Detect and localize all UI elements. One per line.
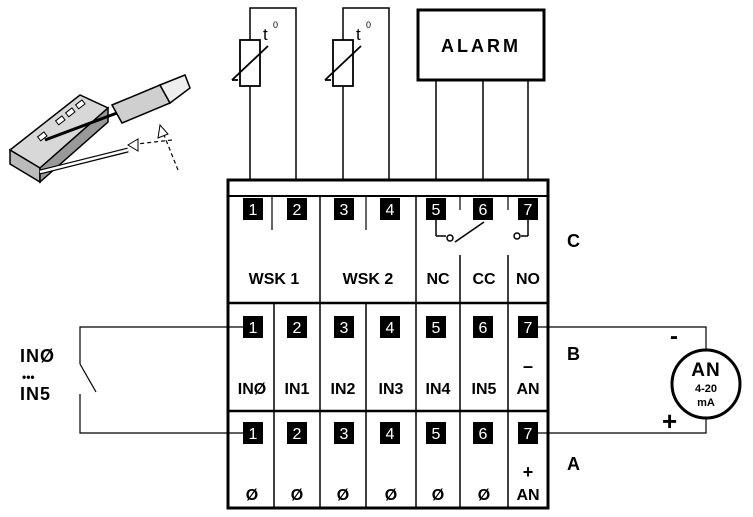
label-gnd-6: Ø <box>478 487 490 504</box>
row-a-terminals <box>243 422 538 444</box>
row-b-terminal-3: 3 <box>340 320 349 337</box>
sensor1-t-label: t <box>263 25 268 44</box>
input-in0-label: INØ <box>20 346 55 366</box>
sensor2-t-label: t <box>356 25 361 44</box>
label-in4: IN4 <box>426 381 451 398</box>
input-dots: ••• <box>22 370 35 384</box>
row-c-terminal-5: 5 <box>432 202 441 219</box>
row-b-terminals <box>243 316 538 338</box>
an-meter-plus: + <box>662 406 677 436</box>
label-in0: INØ <box>238 381 266 398</box>
alarm-label: ALARM <box>441 36 521 56</box>
row-c-terminal-1: 1 <box>249 202 258 219</box>
label-an-minus: AN <box>516 381 539 398</box>
an-meter-line1: AN <box>691 360 720 381</box>
row-b-letter: B <box>567 344 580 364</box>
label-an-plus: AN <box>516 487 539 504</box>
row-a-terminal-1: 1 <box>249 426 258 443</box>
row-c-terminal-6: 6 <box>479 202 488 219</box>
an-meter-line3: mA <box>697 397 715 409</box>
row-b-terminal-1: 1 <box>249 320 258 337</box>
row-c-terminal-4: 4 <box>386 202 395 219</box>
sensor-wsk2 <box>324 7 390 196</box>
label-wsk1: WSK 1 <box>249 271 300 288</box>
sensor2-superscript: 0 <box>366 20 371 30</box>
label-no: NO <box>516 271 540 288</box>
relay-contacts <box>435 220 529 243</box>
label-wsk2: WSK 2 <box>343 271 394 288</box>
row-c-terminals <box>243 198 538 220</box>
sensor-wsk1 <box>231 7 297 196</box>
row-a-terminal-5: 5 <box>432 426 441 443</box>
row-b-an-minus: – <box>523 356 533 376</box>
label-in2: IN2 <box>331 381 356 398</box>
row-a-terminal-6: 6 <box>479 426 488 443</box>
row-b-terminal-2: 2 <box>293 320 302 337</box>
label-cc: CC <box>472 271 496 288</box>
row-c-terminal-2: 2 <box>293 202 302 219</box>
terminal-block <box>226 178 550 510</box>
row-b-terminal-5: 5 <box>432 320 441 337</box>
sensor1-superscript: 0 <box>273 20 278 30</box>
row-a-terminal-4: 4 <box>386 426 395 443</box>
row-a-terminal-7: 7 <box>524 426 533 443</box>
label-gnd-2: Ø <box>291 487 303 504</box>
row-a-an-plus: + <box>523 462 534 482</box>
screwdriver-illustration <box>8 74 191 184</box>
an-meter-line2: 4-20 <box>695 383 717 395</box>
alarm-device <box>416 8 546 196</box>
input-in5-label: IN5 <box>20 384 51 404</box>
row-a-terminal-2: 2 <box>293 426 302 443</box>
label-in3: IN3 <box>379 381 404 398</box>
row-b-terminal-6: 6 <box>479 320 488 337</box>
label-in5: IN5 <box>472 381 497 398</box>
input-switch-wiring <box>79 326 243 434</box>
row-b-terminal-4: 4 <box>386 320 395 337</box>
an-meter-minus: - <box>670 323 678 350</box>
label-nc: NC <box>426 271 450 288</box>
row-a-terminal-3: 3 <box>340 426 349 443</box>
label-gnd-1: Ø <box>246 487 258 504</box>
row-a-letter: A <box>567 454 580 474</box>
row-c-letter: C <box>567 231 580 251</box>
row-c-terminal-7: 7 <box>524 202 533 219</box>
label-gnd-3: Ø <box>337 487 349 504</box>
label-in1: IN1 <box>285 381 310 398</box>
row-b-terminal-7: 7 <box>524 320 533 337</box>
an-meter-wiring <box>538 326 742 434</box>
label-gnd-4: Ø <box>385 487 397 504</box>
row-c-terminal-3: 3 <box>340 202 349 219</box>
label-gnd-5: Ø <box>432 487 444 504</box>
